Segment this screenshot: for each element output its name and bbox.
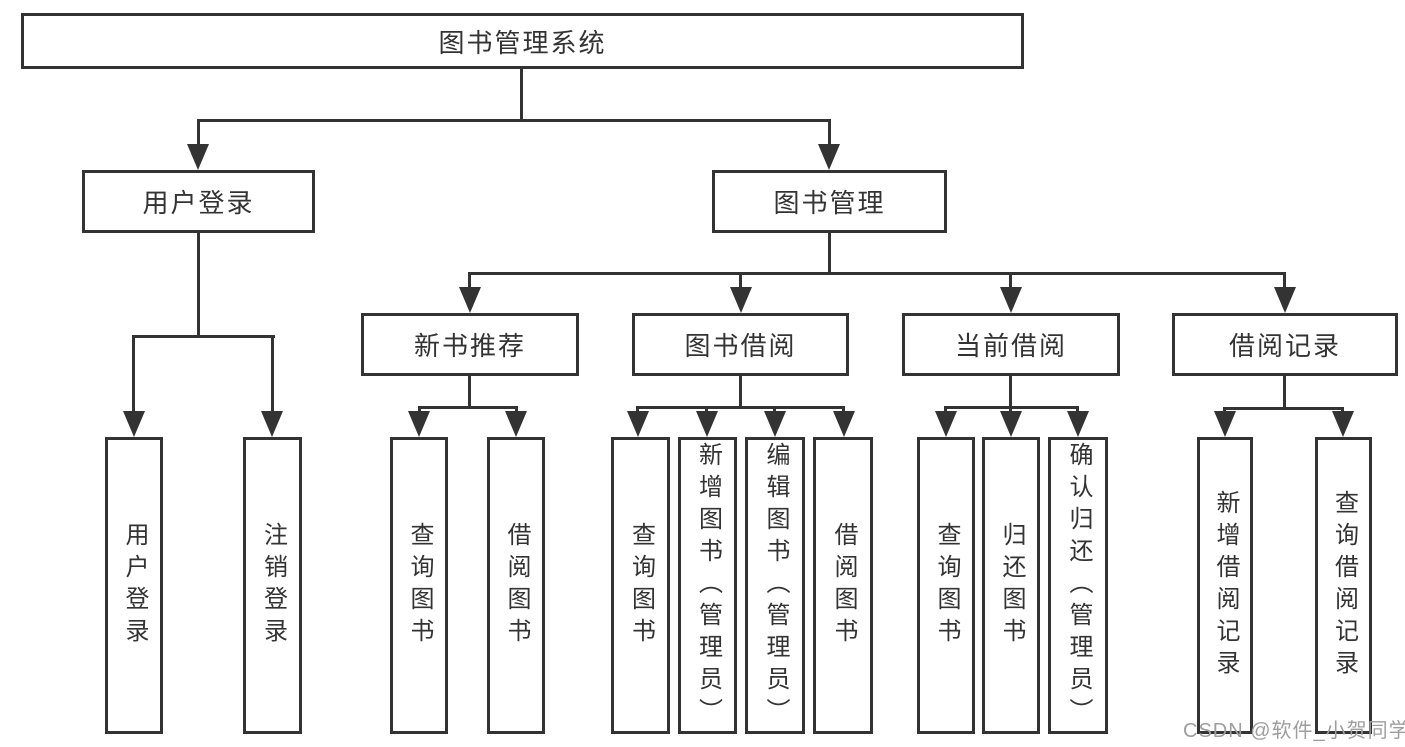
leaf-return-book-label: 归还图书	[998, 521, 1025, 650]
leaf-logout-label: 注销登录	[259, 521, 287, 650]
leaf-borrow-books-2-label: 借阅图书	[830, 521, 857, 650]
connector-line	[1009, 406, 1012, 414]
node-new-book-recommend: 新书推荐	[361, 313, 579, 376]
leaf-borrow-books-1: 借阅图书	[487, 437, 545, 734]
connector-line	[1225, 407, 1344, 410]
arrow-down-icon	[696, 411, 718, 437]
arrow-down-icon	[459, 287, 481, 313]
node-root: 图书管理系统	[21, 13, 1024, 69]
leaf-user-login: 用户登录	[105, 437, 163, 734]
connector-line	[197, 233, 200, 335]
connector-line	[418, 406, 518, 409]
connector-line	[828, 119, 831, 146]
connector-line	[469, 272, 1285, 275]
leaf-edit-book-admin-label: 编辑图书（管理员）	[762, 441, 789, 730]
arrow-down-icon	[1000, 411, 1022, 437]
watermark-text: CSDN @软件_小贺同学	[1183, 720, 1405, 742]
leaf-return-book: 归还图书	[982, 437, 1040, 734]
leaf-user-login-label: 用户登录	[121, 521, 148, 650]
node-book-management: 图书管理	[712, 170, 947, 233]
connector-line	[418, 406, 421, 414]
connector-line	[1283, 376, 1286, 407]
connector-line	[1076, 406, 1079, 414]
arrow-down-icon	[1332, 411, 1354, 437]
connector-line	[1009, 272, 1012, 289]
arrow-down-icon	[1214, 411, 1236, 437]
arrow-down-icon	[1067, 411, 1089, 437]
node-user-login-label: 用户登录	[142, 188, 255, 218]
connector-line	[1283, 272, 1286, 289]
node-root-label: 图书管理系统	[438, 27, 607, 58]
node-borrow-records-label: 借阅记录	[1228, 331, 1341, 361]
connector-line	[1341, 407, 1344, 414]
leaf-query-books-1: 查询图书	[390, 437, 448, 734]
leaf-borrow-books-1-label: 借阅图书	[503, 521, 530, 650]
connector-line	[705, 406, 708, 414]
connector-line	[828, 233, 831, 272]
leaf-confirm-return-admin-label: 确认归还（管理员）	[1065, 441, 1092, 730]
leaf-query-borrow-record: 查询借阅记录	[1315, 437, 1372, 734]
arrow-down-icon	[408, 411, 430, 437]
arrow-down-icon	[833, 411, 855, 437]
arrow-down-icon	[1274, 287, 1296, 313]
arrow-down-icon	[627, 411, 649, 437]
connector-line	[197, 119, 200, 146]
leaf-query-books-1-label: 查询图书	[406, 521, 433, 650]
connector-line	[739, 376, 742, 406]
leaf-query-books-2: 查询图书	[611, 437, 670, 734]
leaf-add-borrow-record-label: 新增借阅记录	[1212, 489, 1239, 682]
connector-line	[515, 406, 518, 414]
connector-line	[637, 406, 845, 409]
leaf-query-borrow-record-label: 查询借阅记录	[1330, 489, 1358, 682]
leaf-query-books-3: 查询图书	[917, 437, 975, 734]
leaf-add-borrow-record: 新增借阅记录	[1197, 437, 1253, 734]
leaf-borrow-books-2: 借阅图书	[813, 437, 873, 734]
arrow-down-icon	[261, 411, 283, 437]
connector-line	[132, 335, 135, 413]
node-borrow-records: 借阅记录	[1172, 313, 1398, 376]
connector-line	[773, 406, 776, 414]
node-book-borrow: 图书借阅	[632, 313, 849, 376]
node-book-borrow-label: 图书借阅	[684, 331, 797, 361]
node-user-login: 用户登录	[82, 170, 315, 233]
connector-line	[636, 406, 639, 414]
node-current-borrow-label: 当前借阅	[954, 331, 1067, 361]
node-new-book-recommend-label: 新书推荐	[413, 331, 526, 361]
leaf-query-books-2-label: 查询图书	[627, 521, 655, 650]
arrow-down-icon	[505, 411, 527, 437]
connector-line	[468, 272, 471, 289]
leaf-add-book-admin-label: 新增图书（管理员）	[694, 441, 722, 730]
connector-line	[842, 406, 845, 414]
leaf-add-book-admin: 新增图书（管理员）	[678, 437, 737, 734]
connector-line	[1223, 407, 1226, 414]
leaf-query-books-3-label: 查询图书	[933, 521, 960, 650]
connector-line	[944, 406, 947, 414]
node-book-management-label: 图书管理	[773, 188, 886, 218]
arrow-down-icon	[764, 411, 786, 437]
connector-line	[520, 68, 523, 119]
connector-line	[271, 335, 274, 413]
leaf-logout: 注销登录	[243, 437, 302, 734]
leaf-edit-book-admin: 编辑图书（管理员）	[745, 437, 805, 734]
arrow-down-icon	[818, 144, 840, 170]
leaf-confirm-return-admin: 确认归还（管理员）	[1048, 437, 1108, 734]
connector-line	[1009, 376, 1012, 406]
connector-line	[739, 272, 742, 289]
arrow-down-icon	[123, 411, 145, 437]
connector-line	[133, 335, 275, 338]
connector-line	[468, 376, 471, 406]
connector-line	[946, 406, 1079, 409]
arrow-down-icon	[187, 144, 209, 170]
arrow-down-icon	[730, 287, 752, 313]
connector-line	[197, 119, 831, 122]
arrow-down-icon	[935, 411, 957, 437]
arrow-down-icon	[1000, 287, 1022, 313]
node-current-borrow: 当前借阅	[902, 313, 1120, 376]
